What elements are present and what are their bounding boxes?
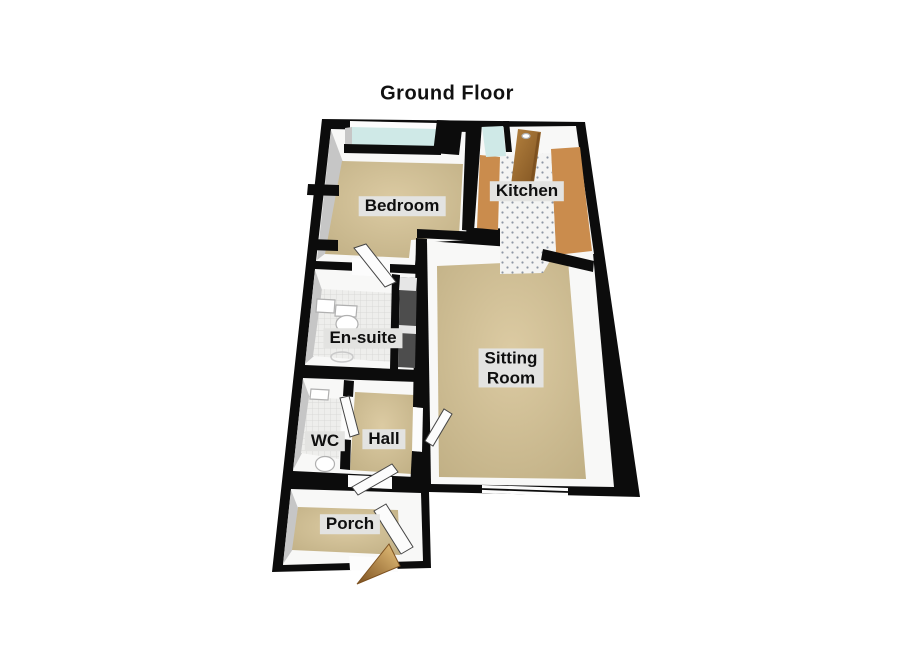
wc-toilet-bowl-icon xyxy=(314,455,336,473)
wc-wall-upper xyxy=(343,380,354,397)
bedroom-closet-stub-upper xyxy=(307,184,339,196)
kitchen-window-mullion xyxy=(503,121,512,152)
sitting-left-wall-lower xyxy=(410,451,422,490)
kitchen-door-edge xyxy=(529,132,541,188)
wc-sink-icon xyxy=(309,388,330,401)
hall-porch-door-leaf xyxy=(351,463,399,496)
closet-shelf-mid xyxy=(399,325,416,334)
front-door-leaf xyxy=(356,543,401,585)
room-label-sitting-room: Sitting Room xyxy=(478,348,544,388)
bay-window-sill xyxy=(344,144,441,155)
closet-shelf-top xyxy=(399,277,417,291)
sitting-room-window-frame xyxy=(481,488,569,493)
ensuite-west-wall-face xyxy=(305,270,322,364)
wc-door-leaf xyxy=(339,395,360,438)
kitchen-counter-left xyxy=(477,155,500,230)
bay-window-glass xyxy=(352,127,437,147)
room-label-kitchen: Kitchen xyxy=(489,181,565,201)
room-label-porch: Porch xyxy=(319,514,381,534)
ensuite-door-leaf xyxy=(353,243,397,288)
ensuite-toilet-tank-icon xyxy=(334,304,358,318)
closet-interior xyxy=(398,277,417,368)
room-label-bedroom: Bedroom xyxy=(358,196,446,216)
ensuite-sink-icon xyxy=(315,298,336,314)
room-label-ensuite: En-suite xyxy=(323,328,403,348)
sitting-room-top-wall xyxy=(417,229,500,242)
page-title: Ground Floor xyxy=(380,82,514,105)
wc-west-wall-face xyxy=(293,379,310,470)
room-label-wc: WC xyxy=(304,431,346,451)
bay-window-pillar xyxy=(433,120,463,155)
kitchen-counter-right xyxy=(551,147,592,255)
bedroom-kitchen-wall xyxy=(462,123,482,231)
porch-west-wall-face xyxy=(283,490,298,564)
room-label-hall: Hall xyxy=(362,429,406,449)
porch-inner-door-leaf xyxy=(373,503,414,555)
kitchen-sitting-wall xyxy=(541,249,594,272)
sitting-room-door-leaf xyxy=(424,408,453,447)
ensuite-shower-icon xyxy=(330,351,354,363)
bedroom-closet-stub-lower xyxy=(309,239,338,251)
kitchen-door-handle-icon xyxy=(521,132,531,140)
sitting-doorway xyxy=(412,407,423,452)
kitchen-window-glass xyxy=(482,126,506,157)
